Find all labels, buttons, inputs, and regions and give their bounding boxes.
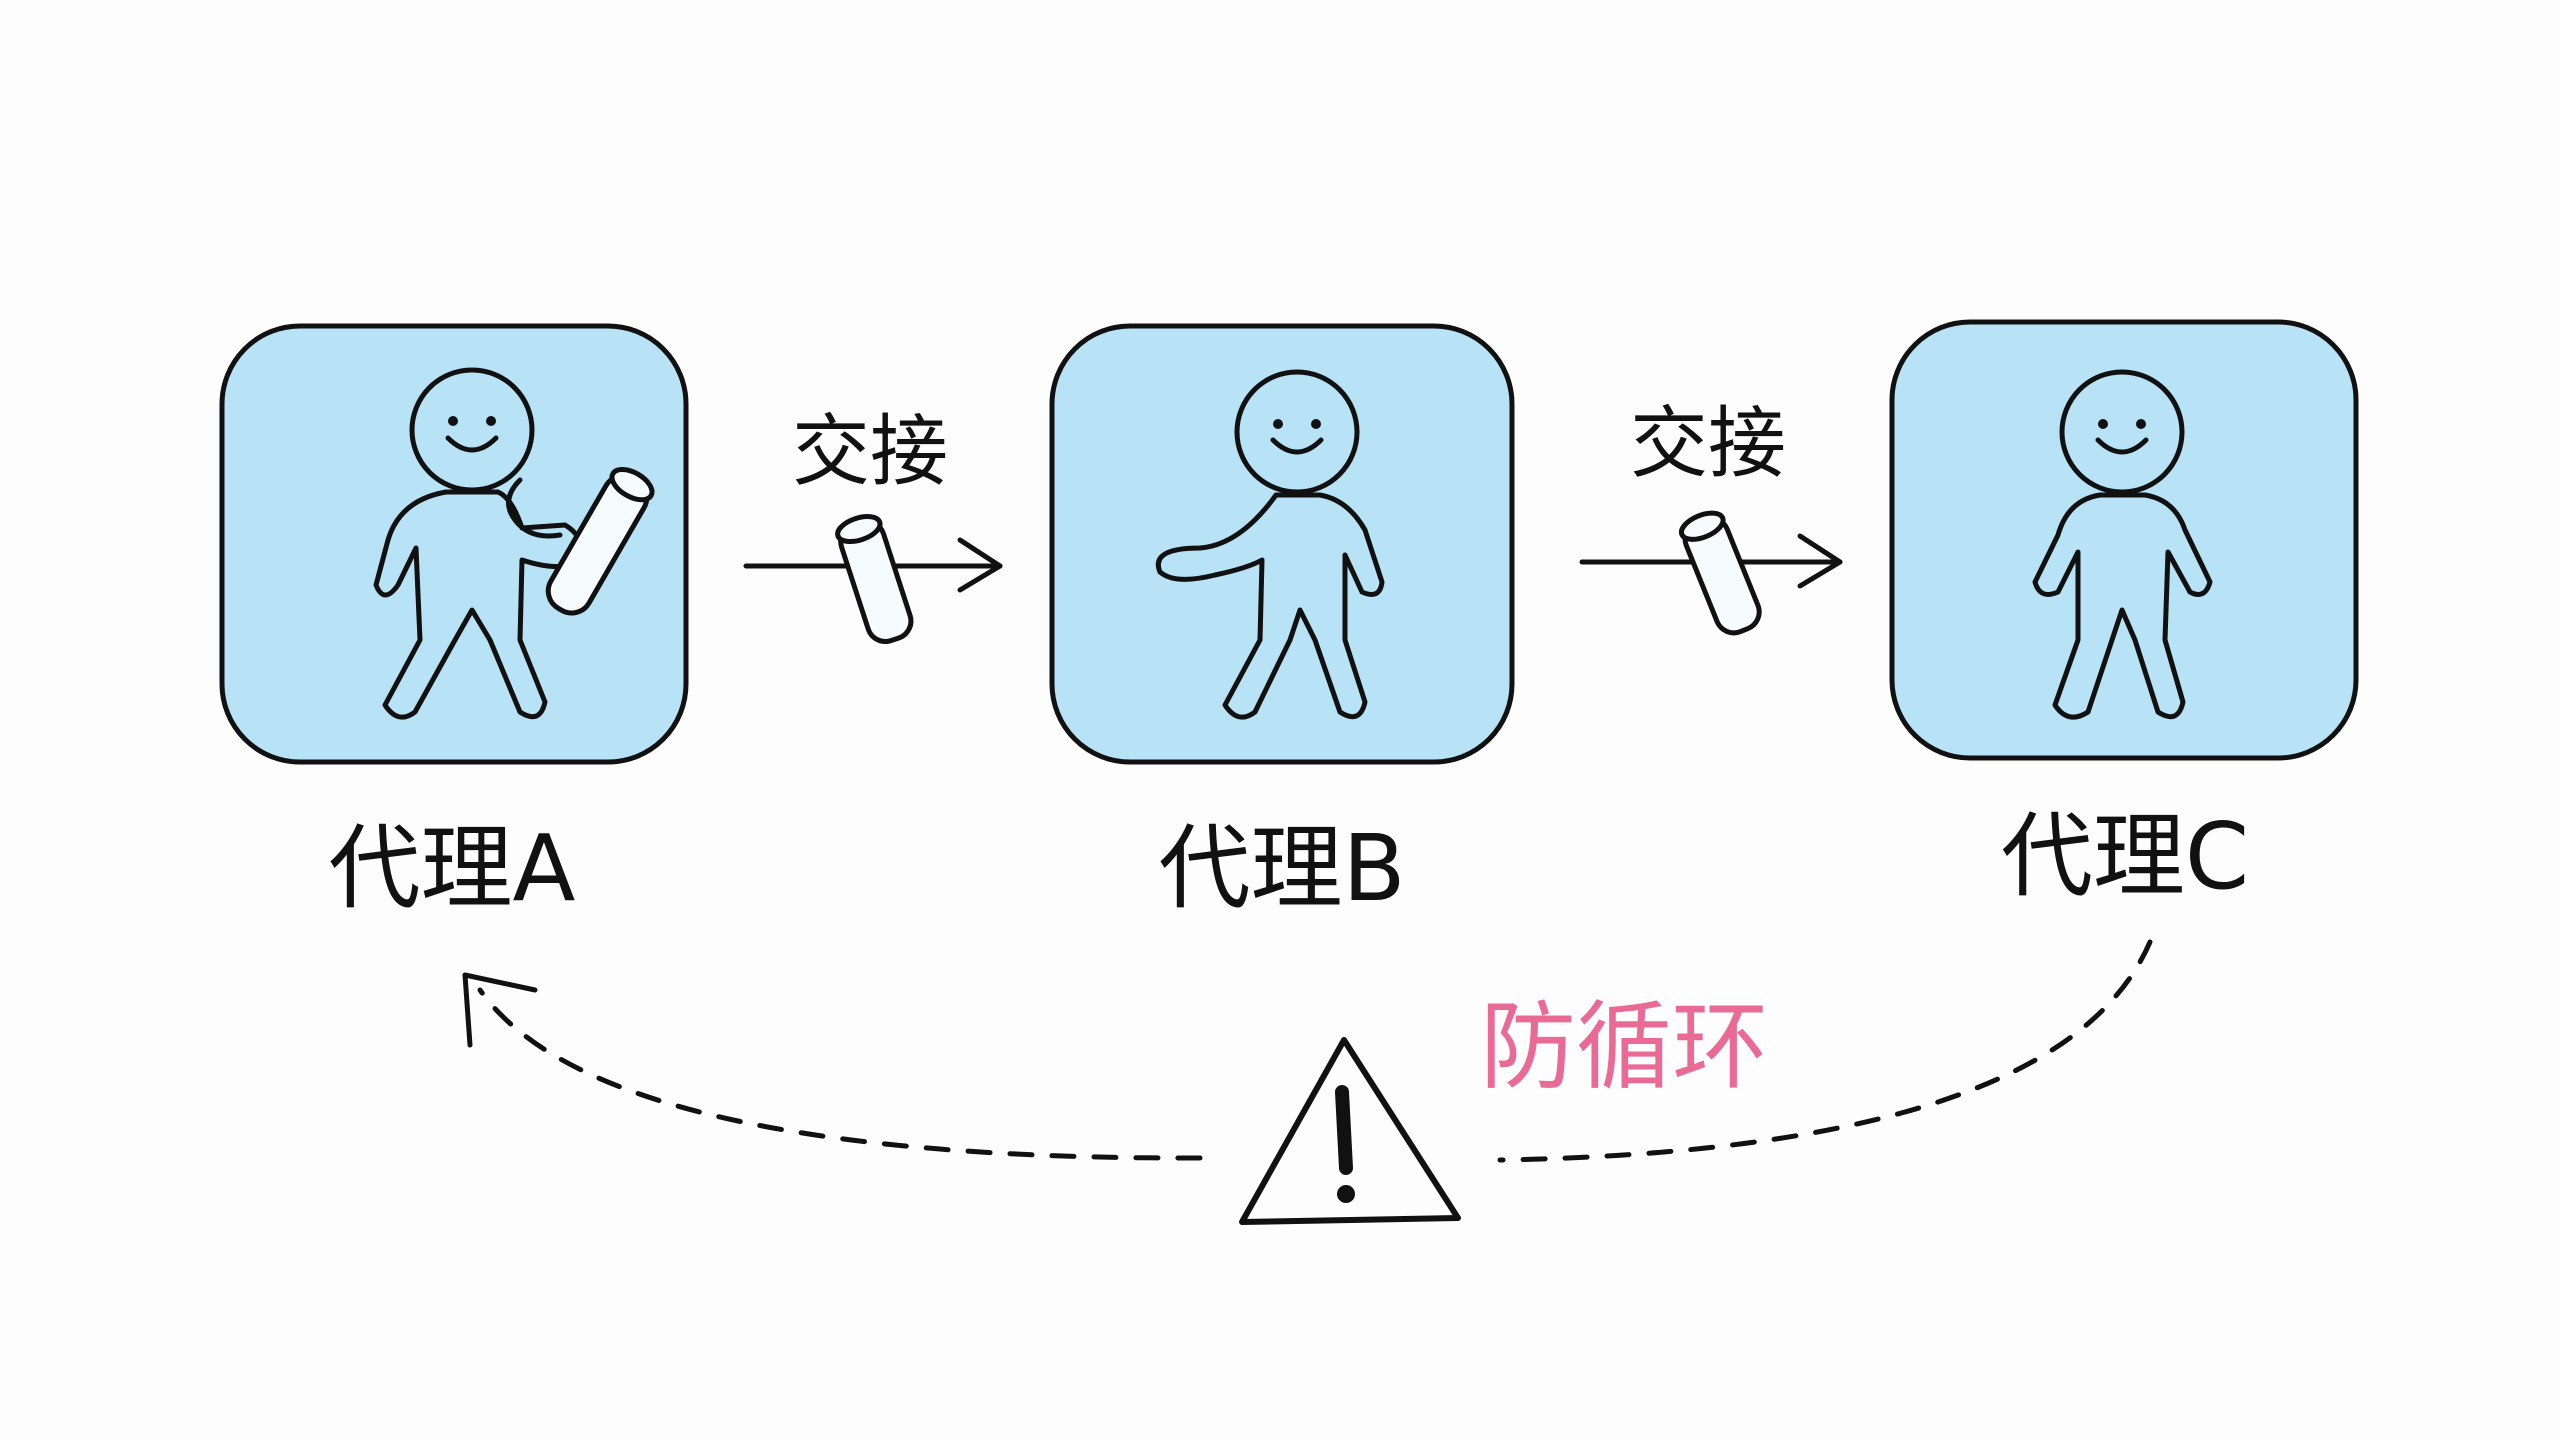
- handoff-b-c: 交接: [1579, 399, 1843, 636]
- warning-triangle-icon: [1239, 1037, 1461, 1225]
- loop-back-path: [462, 939, 2153, 1163]
- agent-b-node: 代理B: [1049, 323, 1515, 922]
- agent-c-figure-icon: [2032, 369, 2213, 720]
- baton-icon: [1678, 510, 1762, 636]
- agent-b-figure-icon: [1156, 369, 1385, 720]
- agent-a-node: 代理A: [219, 323, 689, 922]
- baton-icon: [835, 514, 914, 644]
- agent-b-label: 代理B: [1158, 815, 1405, 922]
- handoff-a-b: 交接: [743, 407, 1003, 644]
- loop-back-left-segment: [477, 987, 1203, 1161]
- agent-c-node: 代理C: [1889, 319, 2359, 910]
- handoff-a-b-label: 交接: [792, 407, 948, 497]
- loop-guard-label: 防循环: [1480, 991, 1768, 1103]
- agent-c-label: 代理C: [2001, 803, 2249, 910]
- agent-a-figure-icon: [373, 367, 655, 720]
- loop-back-arrowhead: [462, 972, 538, 1048]
- loop-guard: 防循环: [1239, 991, 1768, 1225]
- agent-a-label: 代理A: [329, 815, 576, 922]
- handoff-b-c-label: 交接: [1630, 399, 1786, 489]
- loop-back-right-segment: [1497, 939, 2153, 1163]
